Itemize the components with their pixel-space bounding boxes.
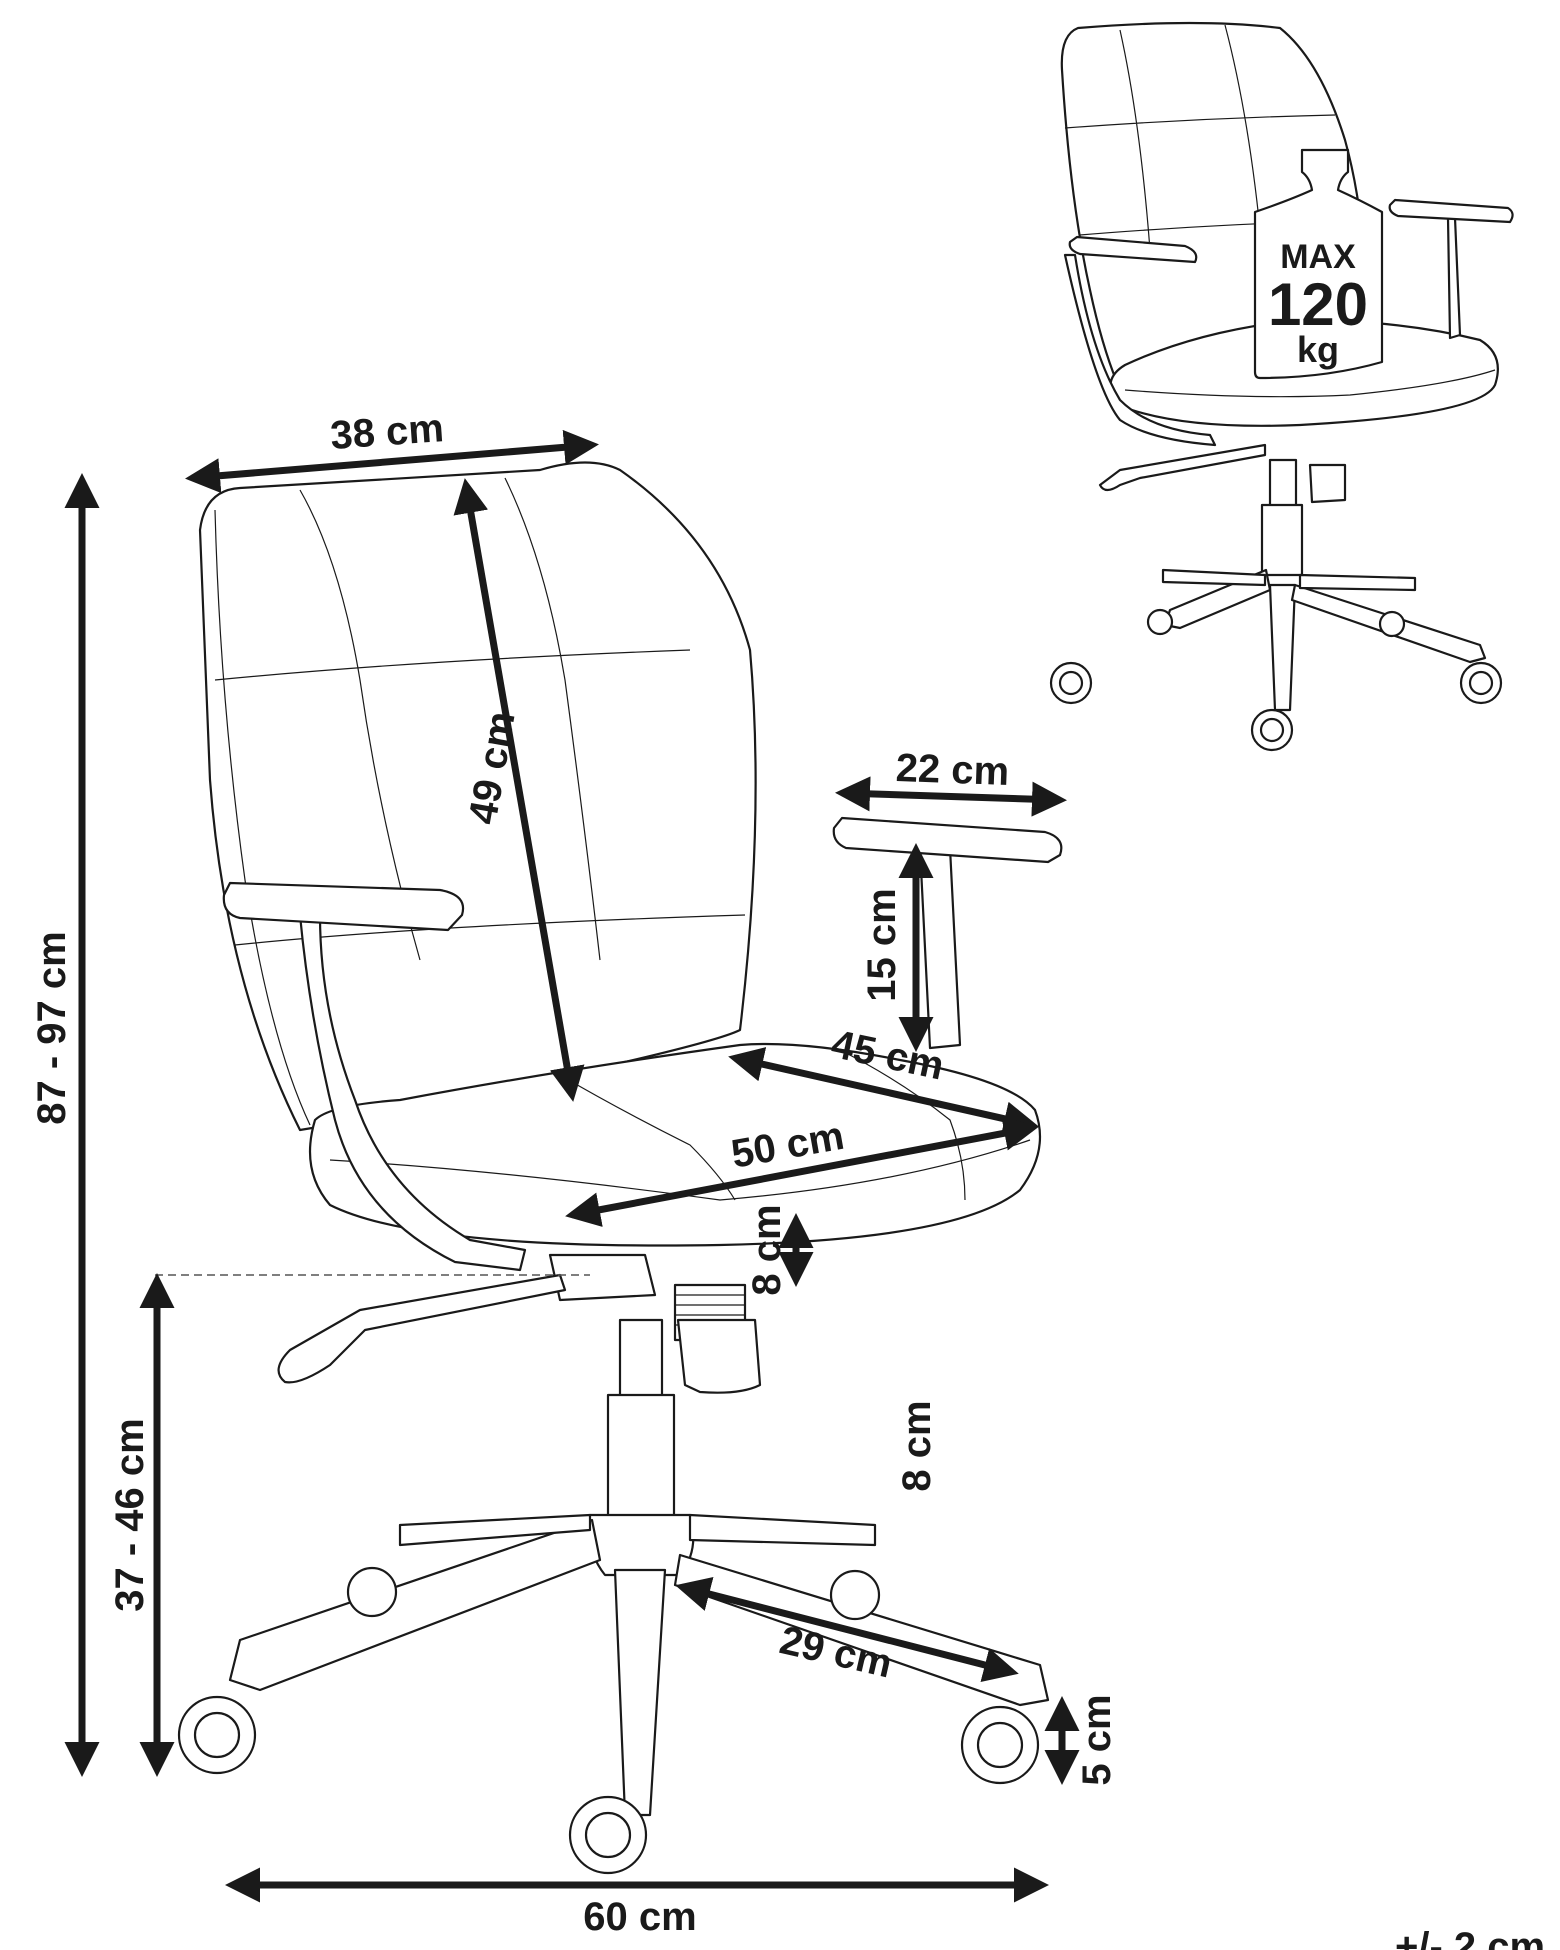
armrest-height-label: 15 cm (860, 888, 904, 1001)
base-leg-left (228, 1518, 602, 1692)
right-armrest-post (918, 846, 962, 1050)
gas-lift-label: 8 cm (895, 1400, 939, 1491)
height-lever (277, 1273, 567, 1384)
caster-height-label: 5 cm (1075, 1694, 1119, 1785)
base-width-label: 60 cm (583, 1895, 696, 1939)
base-leg-front (613, 1568, 667, 1817)
armrest-length-label: 22 cm (895, 746, 1010, 794)
weight-limit-unit: kg (1297, 329, 1339, 370)
weight-limit-max: MAX (1280, 238, 1356, 276)
small-chair-drawing (1049, 21, 1514, 752)
seat-thickness-label: 8 cm (745, 1204, 789, 1295)
left-armrest-support (298, 913, 527, 1272)
overall-height-label: 87 - 97 cm (30, 931, 74, 1124)
weight-limit-value: 120 (1268, 271, 1368, 338)
seat-height-label: 37 - 46 cm (108, 1418, 152, 1611)
caster-wheels (177, 1566, 1040, 1875)
dimension-arrows (64, 429, 1080, 1903)
weight-limit-badge: MAX 120 kg (1253, 148, 1384, 380)
base-leg-back-right (688, 1513, 877, 1547)
tolerance-label: +/- 2 cm (1395, 1925, 1545, 1950)
backrest-width-label: 38 cm (329, 406, 445, 458)
base-leg-back-left (398, 1513, 592, 1547)
left-armrest-pad (222, 881, 465, 932)
right-armrest-pad (832, 816, 1063, 864)
main-chair-drawing (177, 461, 1063, 1875)
